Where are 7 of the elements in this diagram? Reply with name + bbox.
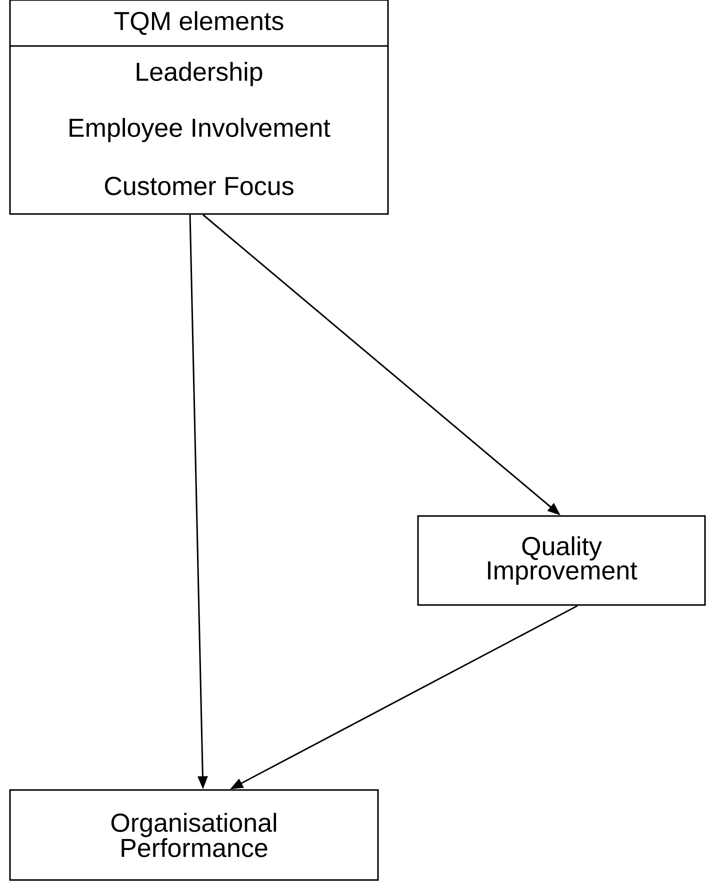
list-item: Employee Involvement (70, 118, 330, 142)
list-item: Customer Focus (104, 176, 294, 196)
process-box: Quality Improvement (417, 515, 706, 606)
list-item: Leadership (136, 62, 262, 86)
list-box (9, 0, 389, 215)
process-box: Organisational Performance (9, 789, 379, 881)
heading: TQM elements (114, 11, 284, 35)
